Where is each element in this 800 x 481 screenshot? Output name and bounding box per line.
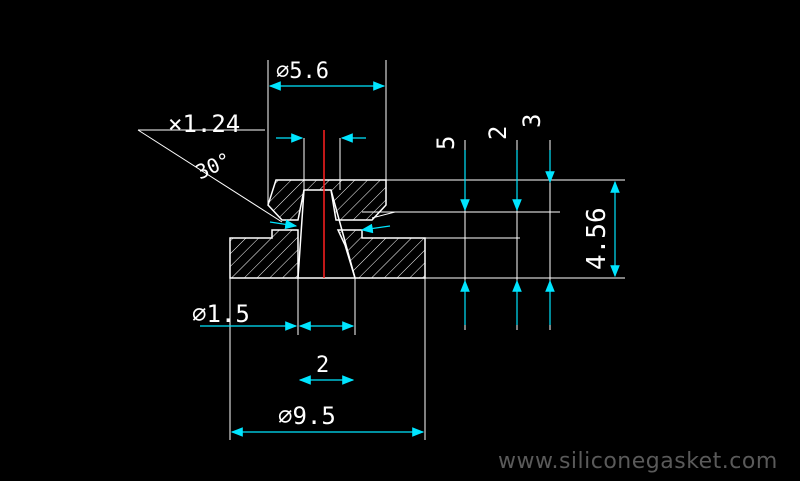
left-diameter-label: ⌀1.5 xyxy=(192,300,250,328)
inner-gap-label: 2 xyxy=(316,353,329,378)
dimension-labels: ⌀5.6 ×1.24 30° 5 2 3 4.56 ⌀1.5 2 ⌀9.5 xyxy=(168,59,612,430)
dimension-lines xyxy=(200,81,620,437)
watermark: www.siliconegasket.com xyxy=(498,449,778,474)
lower-body-section xyxy=(229,229,299,279)
upper-flange-section xyxy=(267,179,387,221)
height-label: 4.56 xyxy=(582,207,612,270)
chamfer-leader xyxy=(371,211,396,219)
bottom-diameter-label: ⌀9.5 xyxy=(278,402,336,430)
chamfer-label: ×1.24 xyxy=(168,110,240,138)
top-diameter-label: ⌀5.6 xyxy=(276,59,329,84)
chamfer-leader xyxy=(137,129,283,223)
chamfer-arrow xyxy=(360,223,391,234)
stack-label-c: 3 xyxy=(518,114,546,128)
stack-label-a: 5 xyxy=(432,136,460,150)
conical-bore xyxy=(297,189,356,279)
chamfer-arrow xyxy=(269,219,298,230)
angle-label: 30° xyxy=(192,147,235,184)
lower-body-section-right xyxy=(336,229,426,279)
stack-label-b: 2 xyxy=(484,126,512,140)
